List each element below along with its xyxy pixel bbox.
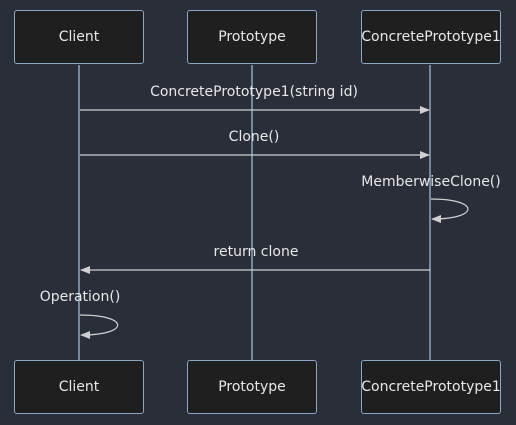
self-loop-memberwiseclone: [430, 198, 469, 223]
message-label-return-clone: return clone: [213, 244, 299, 260]
participant-concreteprototype1-top: ConcretePrototype1: [361, 10, 501, 64]
participant-label: Prototype: [218, 29, 286, 45]
message-label-memberwiseclone: MemberwiseClone(): [361, 174, 501, 190]
participant-label: ConcretePrototype1: [361, 29, 501, 45]
message-label-constructor: ConcretePrototype1(string id): [150, 84, 358, 100]
participant-label: ConcretePrototype1: [361, 379, 501, 395]
message-label-clone: Clone(): [228, 129, 280, 145]
participant-label: Client: [58, 29, 100, 45]
self-loop-operation: [79, 314, 118, 339]
participant-prototype-top: Prototype: [187, 10, 317, 64]
participant-concreteprototype1-bottom: ConcretePrototype1: [361, 360, 501, 414]
participant-client-top: Client: [14, 10, 144, 64]
participant-label: Prototype: [218, 379, 286, 395]
participant-client-bottom: Client: [14, 360, 144, 414]
participant-label: Client: [58, 379, 100, 395]
participant-prototype-bottom: Prototype: [187, 360, 317, 414]
message-label-operation: Operation(): [39, 289, 121, 305]
